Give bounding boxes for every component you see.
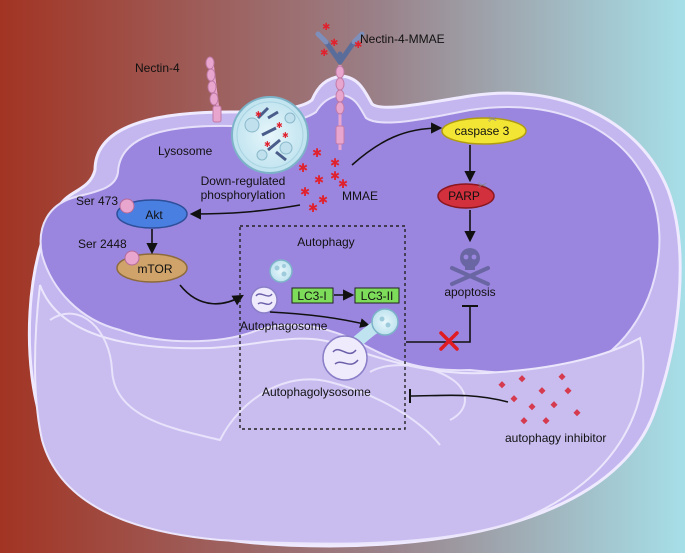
label-nectin4-mmae: Nectin-4-MMAE (360, 32, 445, 46)
parp-node (437, 183, 495, 209)
mmae-markers: ✱✱✱ ✱✱✱ ✱✱✱ (298, 146, 348, 215)
nectin4-receptor (205, 56, 222, 123)
autophagy-box (239, 225, 406, 430)
mtor-phospho-site (124, 250, 140, 266)
label-autophagy-inhibitor: autophagy inhibitor (505, 431, 606, 445)
lc3-2-box (354, 287, 400, 304)
arrow-autophagosome-autolysosome (269, 311, 370, 328)
svg-text:✱: ✱ (330, 156, 340, 170)
inhibitor-markers (498, 373, 581, 425)
svg-text:✱: ✱ (322, 22, 330, 33)
label-ser2448: Ser 2448 (78, 237, 127, 251)
svg-text:✱: ✱ (308, 201, 318, 215)
label-nectin4: Nectin-4 (135, 61, 180, 75)
scissors-icon-parp: ✂ (478, 180, 487, 192)
lc3-1-box (291, 287, 334, 304)
skull-icon (450, 248, 490, 286)
svg-text:✱: ✱ (312, 146, 322, 160)
scissors-icon: ✂ (488, 114, 497, 126)
parp-label: PARP (448, 189, 480, 203)
svg-text:✱: ✱ (354, 40, 362, 51)
label-down-regulated: Down-regulated (201, 174, 286, 188)
svg-text:✱: ✱ (314, 173, 324, 187)
lc3-2-label: LC3-II (361, 289, 394, 303)
label-autophagolysosome: Autophagolysosome (262, 385, 371, 399)
nucleus-lobe (49, 312, 441, 446)
svg-text:✱: ✱ (318, 193, 328, 207)
lysosome-vesicle: ✱ ✱ ✱ ✱ (231, 96, 309, 174)
svg-text:✱: ✱ (330, 38, 338, 49)
nucleus-inlet (369, 364, 466, 421)
nectin4-mmae-receptor (335, 65, 345, 150)
label-lysosome: Lysosome (158, 144, 213, 158)
autophagolysosome-icon (322, 308, 399, 381)
svg-text:✱: ✱ (282, 131, 289, 140)
svg-text:✱: ✱ (300, 185, 310, 199)
arrow-mtor-autophagy (179, 284, 244, 306)
arrow-mmae-caspase3 (351, 122, 443, 166)
svg-text:✱: ✱ (320, 48, 328, 59)
akt-label: Akt (145, 208, 163, 222)
label-autophagy: Autophagy (297, 235, 354, 249)
vesicle-icon (269, 259, 293, 283)
svg-text:✱: ✱ (338, 177, 348, 191)
lc3-1-label: LC3-I (297, 289, 326, 303)
autophagosome-icon (250, 286, 278, 314)
cytoplasm (39, 93, 661, 375)
akt-phospho-site (119, 198, 135, 214)
akt-node (116, 199, 188, 229)
svg-text:✱: ✱ (276, 121, 283, 130)
inhibit-autophagy-apoptosis (406, 306, 471, 343)
caspase3-label: caspase 3 (455, 124, 510, 138)
nucleus (34, 284, 645, 545)
label-apoptosis: apoptosis (444, 285, 495, 299)
caspase3-node (441, 117, 527, 145)
antibody-drug-conjugate: ✱ ✱ ✱ ✱ (315, 22, 365, 65)
label-ser473: Ser 473 (76, 194, 118, 208)
svg-text:✱: ✱ (298, 161, 308, 175)
svg-text:✱: ✱ (255, 110, 262, 119)
svg-text:✱: ✱ (264, 140, 271, 149)
arrow-mmae-akt (189, 204, 301, 220)
mtor-label: mTOR (137, 262, 172, 276)
label-phosphorylation: phosphorylation (201, 188, 286, 202)
inhibit-inhibitor-autophagy (409, 394, 509, 403)
label-mmae: MMAE (342, 189, 378, 203)
svg-text:✱: ✱ (330, 169, 340, 183)
label-autophagosome: Autophagosome (240, 319, 328, 333)
block-x-icon (439, 331, 459, 351)
